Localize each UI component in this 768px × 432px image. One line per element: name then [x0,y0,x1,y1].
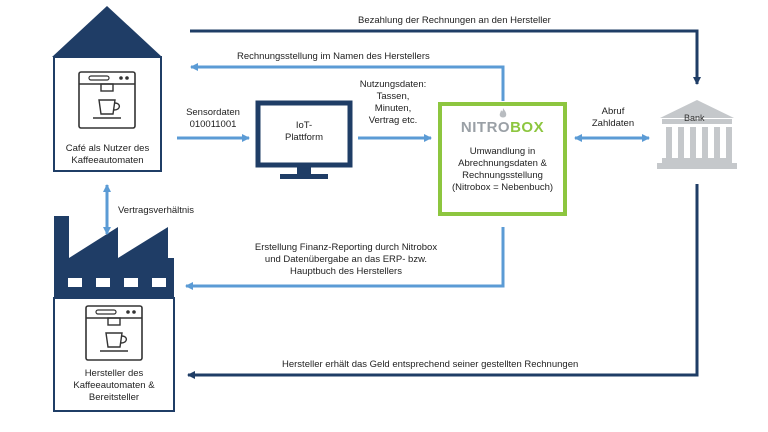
label-reporting-line3: Hauptbuch des Herstellers [290,266,402,277]
arrow-finance-reporting [185,227,505,290]
label-reporting-line2: und Datenübergabe an das ERP- bzw. [264,254,428,265]
nitrobox-logo-nitro: NITRO [460,119,511,136]
label-usage-line1: Nutzungsdaten: [359,79,427,90]
nitrobox-logo-box: BOX [510,119,545,136]
cafe-label: Café als Nutzer des Kaffeeautomaten [65,143,150,166]
label-usage-line3: Minuten, [374,103,412,114]
label-finance-reporting: Erstellung Finanz-Reporting durch Nitrob… [230,242,462,278]
label-sensordata-line1: Sensordaten [186,107,240,118]
label-retrieve-line1: Abruf [601,106,625,117]
coffee-machine-icon [78,71,136,129]
label-usage-line4: Vertrag etc. [368,115,418,126]
label-sensordata-line2: 010011001 [189,119,237,130]
flame-icon [499,108,507,118]
bank-icon [657,100,737,169]
label-money-bottom: Hersteller erhält das Geld entsprechend … [282,359,579,370]
arrow-invoicing [190,63,505,101]
label-retrieve-payment-data: Abruf Zahldaten [580,106,646,130]
label-retrieve-line2: Zahldaten [591,118,635,129]
label-usage-data: Nutzungsdaten: Tassen, Minuten, Vertrag … [352,79,434,127]
label-sensordata: Sensordaten 010011001 [178,107,248,131]
label-invoicing: Rechnungsstellung im Namen des Herstelle… [237,51,430,62]
arrow-money-to-manufacturer [187,184,699,379]
label-reporting-line1: Erstellung Finanz-Reporting durch Nitrob… [254,242,438,253]
iot-platform-label: IoT-Plattform [284,120,323,143]
bank-label: Bank [684,113,705,123]
label-usage-line2: Tassen, [376,91,410,102]
manufacturer-label: Hersteller des Kaffeeautomaten & Bereits… [73,368,155,403]
monitor-icon [255,100,353,179]
arrow-payment-to-manufacturer [190,29,701,85]
nitrobox-description: Umwandlung in Abrechnungsdaten & Rechnun… [451,146,554,193]
nitrobox-logo: NITROBOX [445,119,560,137]
factory-building [53,216,175,412]
coffee-machine-icon-manufacturer [85,305,143,361]
label-payment-top: Bezahlung der Rechnungen an den Herstell… [358,15,551,26]
nitrobox-box [438,102,567,216]
label-contract: Vertragsverhältnis [118,205,195,216]
